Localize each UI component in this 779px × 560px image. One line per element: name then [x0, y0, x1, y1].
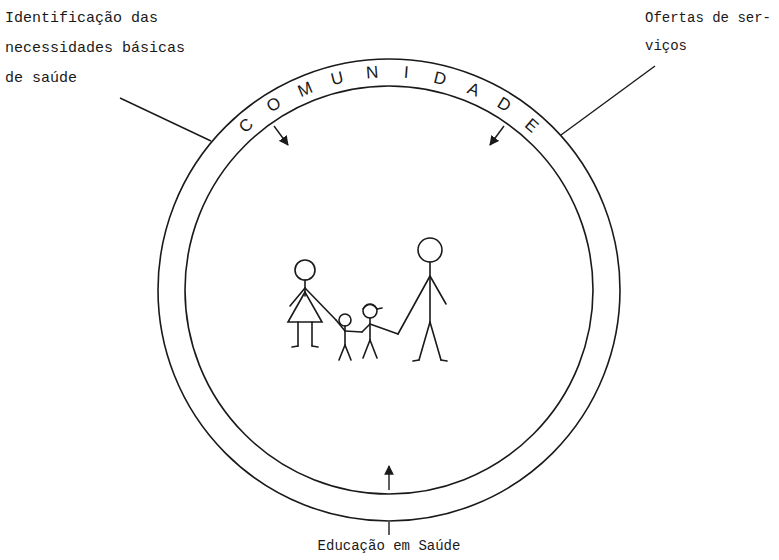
- leader-line: [388, 522, 389, 535]
- callout-label: Identificação das necessidades básicas d…: [5, 4, 200, 94]
- arc-letter: U: [330, 68, 346, 87]
- inward-arrow: [274, 126, 288, 145]
- arc-letter: E: [522, 115, 542, 135]
- arc-letter: C: [236, 115, 256, 136]
- ring-outline: [157, 58, 621, 522]
- inward-arrow: [490, 126, 504, 145]
- callout-label: Ofertas de ser- viços: [645, 4, 775, 60]
- arc-letter: M: [295, 78, 315, 99]
- family-figure: [288, 238, 447, 361]
- callout-label: Educação em Saúde: [289, 537, 489, 555]
- arc-letter: N: [365, 64, 379, 82]
- arc-letter: I: [403, 64, 409, 81]
- arc-letter: O: [264, 94, 284, 115]
- inner-circle: [185, 86, 593, 494]
- leader-line: [120, 98, 211, 141]
- ring-title: COMUNIDADE: [157, 58, 621, 522]
- arc-letter: A: [465, 79, 482, 99]
- community-ring: COMUNIDADE: [157, 58, 621, 522]
- outer-circle: [158, 59, 620, 521]
- inward-arrow: [388, 466, 389, 490]
- arc-letter: D: [494, 94, 513, 115]
- arc-letter: D: [433, 68, 449, 87]
- leader-line: [561, 66, 655, 135]
